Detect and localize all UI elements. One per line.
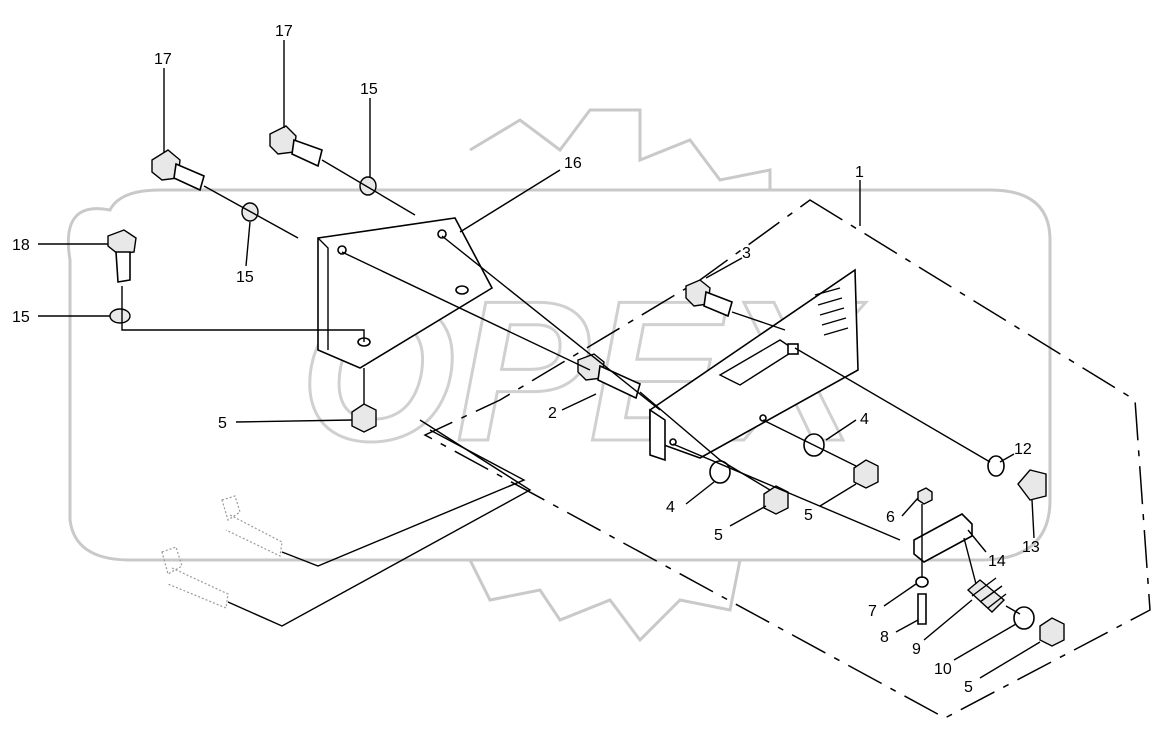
callout-6: 6 [886,509,895,526]
lock-washer-15-top [359,176,377,196]
hole [437,229,447,239]
callout-10: 10 [934,661,952,678]
callout-9: 9 [912,641,921,658]
assembly-outline [423,199,1151,719]
leader-phantom-bolt-b [227,419,532,627]
callout-2: 2 [548,405,557,422]
callout-13: 13 [1022,539,1040,556]
callout-17-left: 17 [154,51,172,68]
lock-washer-15-left [109,308,131,324]
callout-15-top: 15 [360,81,378,98]
link-14 [913,513,973,563]
callout-8: 8 [880,629,889,646]
leader-phantom-bolt-a [281,429,526,567]
bolt-17-right [269,125,323,168]
spring-9 [966,577,1007,613]
hole [669,438,677,446]
callout-3: 3 [742,245,751,262]
callout-4-b: 4 [860,411,869,428]
washer-12 [987,455,1005,477]
bolt-3 [685,279,733,318]
callout-16: 16 [564,155,582,172]
wing-nut-13 [1017,469,1047,501]
callout-7: 7 [868,603,877,620]
callout-5-d: 5 [964,679,973,696]
leader-lines [38,40,1041,679]
bolt-18 [107,229,137,283]
callout-5-a: 5 [218,415,227,432]
callout-15-mid: 15 [236,269,254,286]
callout-4-a: 4 [666,499,675,516]
nut-5-d [1039,617,1065,647]
hole [337,245,347,255]
nut-6 [917,487,933,505]
phantom-carriage-bolts [161,495,283,609]
callout-15-left: 15 [12,309,30,326]
nut-5-c [853,459,879,489]
washer-7 [915,576,929,588]
scale-plate [649,268,859,462]
hole [455,285,469,295]
callout-5-c: 5 [804,507,813,524]
nut-5-b [763,485,789,515]
callout-14: 14 [988,553,1006,570]
callout-12: 12 [1014,441,1032,458]
watermark-logo: OPEX [66,108,1052,643]
callout-18: 18 [12,237,30,254]
assembly-lines [121,159,1021,615]
hole [759,414,767,422]
callout-17-right: 17 [275,23,293,40]
callout-labels: 17 17 15 16 1 18 15 15 3 5 2 4 4 12 5 5 … [12,23,1040,696]
bolt-17-left [151,149,205,192]
callout-5-b: 5 [714,527,723,544]
callout-1: 1 [855,164,864,181]
washer-10 [1013,606,1035,630]
screw-8 [917,593,927,625]
